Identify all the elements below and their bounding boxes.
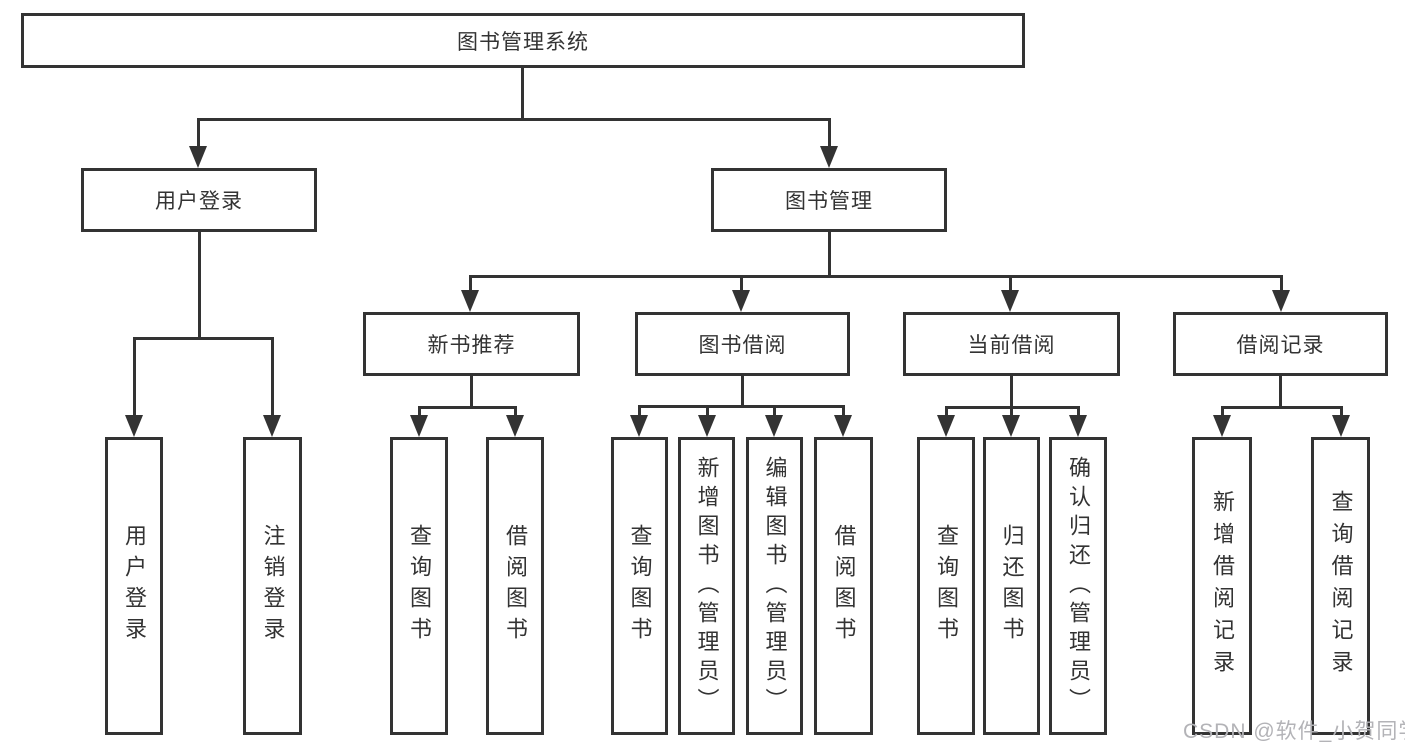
connector-stem [828,118,831,150]
node-user-login: 用户登录 [81,168,317,232]
arrow-down-icon [1002,415,1020,437]
leaf-logout: 注销登录 [243,437,302,735]
node-borrowing-records: 借阅记录 [1173,312,1388,376]
csdn-watermark: CSDN @软件_小贺同学 [1183,720,1405,743]
leaf-current-query-books: 查询图书 [917,437,975,735]
connector-root-hline [197,118,830,121]
arrow-down-icon [1069,415,1087,437]
leaf-recommend-borrow-books: 借阅图书 [486,437,544,735]
leaf-recommend-query-books: 查询图书 [390,437,448,735]
connector-stem [469,275,472,296]
connector-stem [842,405,845,420]
leaf-label: 借阅图书 [831,524,857,648]
arrow-down-icon [506,415,524,437]
connector-stem [945,406,948,420]
connector-vline [470,376,473,406]
node-label: 图书管理 [785,190,873,213]
node-label: 借阅记录 [1236,334,1325,357]
connector-stem [1280,275,1283,296]
connector-vline [198,232,201,337]
connector-vline [1010,376,1013,406]
leaf-add-books-admin: 新增图书（管理员） [678,437,735,735]
connector-stem [271,337,274,420]
node-label: 当前借阅 [967,334,1056,357]
connector-stem [706,405,709,420]
leaf-borrowing-borrow-books: 借阅图书 [814,437,873,735]
node-book-borrowing: 图书借阅 [635,312,850,376]
arrow-down-icon [765,415,783,437]
leaf-label: 编辑图书（管理员） [762,455,788,717]
connector-stem [1077,406,1080,420]
leaf-return-books: 归还图书 [983,437,1040,735]
connector-stem [740,275,743,296]
leaf-label: 归还图书 [999,524,1025,648]
connector-stem [773,405,776,420]
connector-hline [638,405,845,408]
node-label: 图书借阅 [698,334,787,357]
leaf-borrowing-query-books: 查询图书 [611,437,668,735]
arrow-down-icon [461,290,479,312]
connector-stem [638,405,641,420]
node-label: 图书管理系统 [457,30,589,54]
leaf-label: 查询图书 [627,524,653,648]
arrow-down-icon [1001,290,1019,312]
leaf-query-borrow-record: 查询借阅记录 [1311,437,1370,735]
leaf-label: 查询借阅记录 [1328,490,1354,682]
arrow-down-icon [263,415,281,437]
connector-hline [133,337,274,340]
arrow-down-icon [937,415,955,437]
connector-hline [469,275,1283,278]
connector-vline [1279,376,1282,406]
arrow-down-icon [125,415,143,437]
leaf-label: 用户登录 [122,524,147,648]
connector-hline [1221,406,1342,409]
leaf-label: 查询图书 [934,524,959,648]
connector-stem [1009,275,1012,296]
arrow-down-icon [732,290,750,312]
arrow-down-icon [834,415,852,437]
node-book-management: 图书管理 [711,168,947,232]
arrow-down-icon [189,146,207,168]
connector-stem [197,118,200,150]
connector-root-vline [521,68,524,118]
arrow-down-icon [820,146,838,168]
connector-stem [514,406,517,420]
arrow-down-icon [1332,415,1350,437]
leaf-add-borrow-record: 新增借阅记录 [1192,437,1252,735]
leaf-label: 新增借阅记录 [1210,490,1235,682]
connector-vline [741,376,744,405]
leaf-edit-books-admin: 编辑图书（管理员） [746,437,803,735]
connector-stem [1340,406,1343,420]
arrow-down-icon [630,415,648,437]
arrow-down-icon [1213,415,1231,437]
leaf-label: 查询图书 [407,524,432,648]
connector-stem [133,337,136,420]
connector-stem [1221,406,1224,420]
leaf-label: 新增图书（管理员） [694,455,720,717]
arrow-down-icon [1272,290,1290,312]
arrow-down-icon [698,415,716,437]
leaf-label: 注销登录 [260,524,286,648]
node-library-management-system: 图书管理系统 [21,13,1025,68]
arrow-down-icon [410,415,428,437]
connector-vline [828,232,831,275]
node-label: 用户登录 [155,190,243,213]
leaf-label: 借阅图书 [503,524,528,648]
leaf-user-login: 用户登录 [105,437,163,735]
connector-stem [1010,406,1013,420]
node-new-book-recommend: 新书推荐 [363,312,580,376]
connector-stem [418,406,421,420]
node-current-borrowing: 当前借阅 [903,312,1120,376]
leaf-confirm-return-admin: 确认归还（管理员） [1049,437,1107,735]
node-label: 新书推荐 [427,334,516,357]
connector-hline [418,406,517,409]
leaf-label: 确认归还（管理员） [1066,455,1091,717]
